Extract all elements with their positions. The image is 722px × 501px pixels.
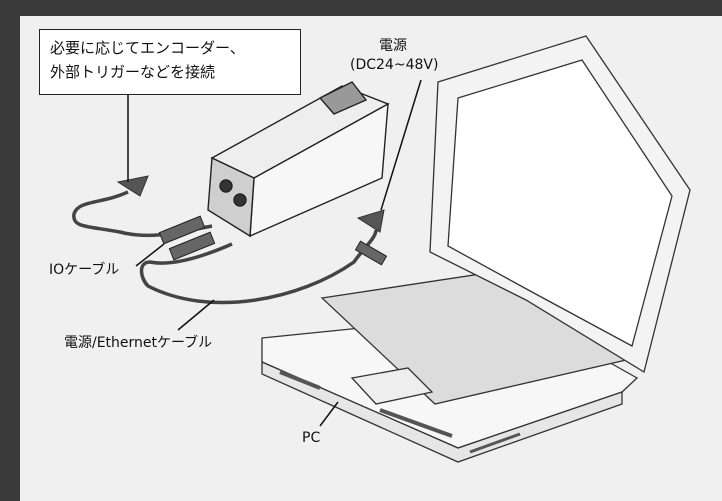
- power-spec-label: (DC24~48V): [350, 57, 439, 73]
- callout-line-1: 必要に応じてエンコーダー、: [50, 39, 245, 57]
- cable-connectors: [158, 215, 388, 266]
- laptop-pc: [261, 35, 691, 463]
- callout-line-2: 外部トリガーなどを接続: [50, 63, 216, 81]
- callout-box: 必要に応じてエンコーダー、 外部トリガーなどを接続: [39, 29, 301, 95]
- pc-label: PC: [302, 430, 321, 446]
- cable-tips: [116, 175, 385, 233]
- power-ethernet-cable-label: 電源/Ethernetケーブル: [64, 335, 213, 351]
- sensor-device: [207, 81, 390, 238]
- io-cable-label: IOケーブル: [49, 262, 120, 278]
- power-title-label: 電源: [379, 38, 407, 54]
- leader-lines: [127, 79, 422, 427]
